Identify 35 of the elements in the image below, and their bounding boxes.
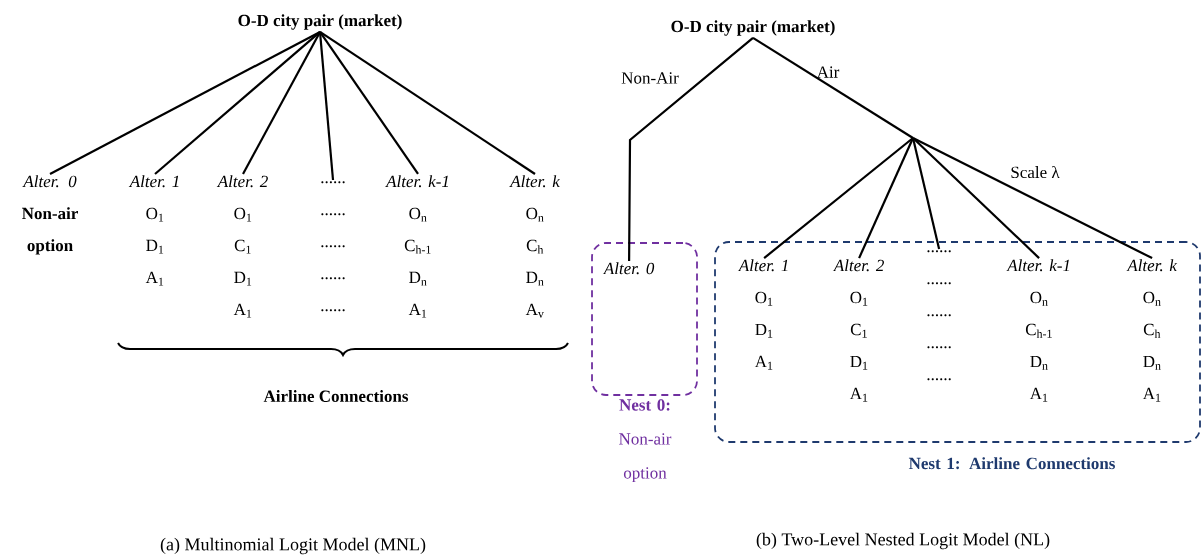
connector-line [318, 31, 335, 181]
connector-line [319, 31, 536, 175]
connector-line [912, 137, 1040, 259]
connector-line [628, 37, 754, 262]
alternative-column: Alter. 2 O$_{1}$ C$_{1}$ D$_{1}$ A$_{1}$ [216, 175, 268, 318]
branch-label: Air [816, 66, 840, 78]
root-label: O-D city pair (market) [671, 20, 835, 36]
scale-label: Scale λ [1011, 165, 1060, 179]
root-label: O-D city pair (market) [238, 14, 402, 30]
connector-line [763, 137, 914, 259]
connector-line [911, 137, 941, 250]
alternative-column: ...... ...... ...... ...... ...... [927, 250, 951, 381]
alternative-column: Alter. k O$_{n}$ C$_{h}$ D$_{n}$ A$_{v}$ [509, 175, 561, 318]
alternative-column: Alter. k-1 O$_{n}$ C$_{h-1}$ D$_{n}$ A$_{1}$ [385, 175, 449, 318]
connector-line [154, 31, 321, 175]
trunk-line [752, 37, 914, 139]
alternative-column: Alter. k O$_{n}$ C$_{h}$ D$_{n}$ A$_{1}$ [1126, 259, 1178, 402]
connector-line [858, 137, 914, 259]
branch-label: Non-Air [621, 72, 679, 84]
panel-caption: (a) Multinomial Logit Model (MNL) [160, 537, 426, 555]
node-label: Nest 0: Non-air option [619, 399, 672, 483]
panel-caption: (b) Two-Level Nested Logit Model (NL) [756, 532, 1050, 550]
brace-label: Airline Connections [263, 390, 409, 402]
alternative-column: Alter. 1 O$_{1}$ D$_{1}$ A$_{1}$ [128, 175, 179, 286]
connector-line [49, 30, 321, 175]
alternative-column: Alter. 0 Non-air option [22, 175, 78, 255]
alternative-column: ...... ...... ...... ...... ...... [321, 181, 345, 312]
connector-line [242, 31, 321, 175]
connector-line [319, 31, 419, 175]
alternative-column: Alter. k-1 O$_{n}$ C$_{h-1}$ D$_{n}$ A$_{1}$ [1006, 259, 1070, 402]
connector-line [912, 137, 1153, 260]
alternative-column: Alter. 2 O$_{1}$ C$_{1}$ D$_{1}$ A$_{1}$ [832, 259, 884, 402]
node-label: Nest 1: Airline Connections [908, 457, 1115, 470]
alternative-column: Alter. 0 [602, 262, 655, 275]
alternative-column: Alter. 1 O$_{1}$ D$_{1}$ A$_{1}$ [737, 259, 788, 370]
